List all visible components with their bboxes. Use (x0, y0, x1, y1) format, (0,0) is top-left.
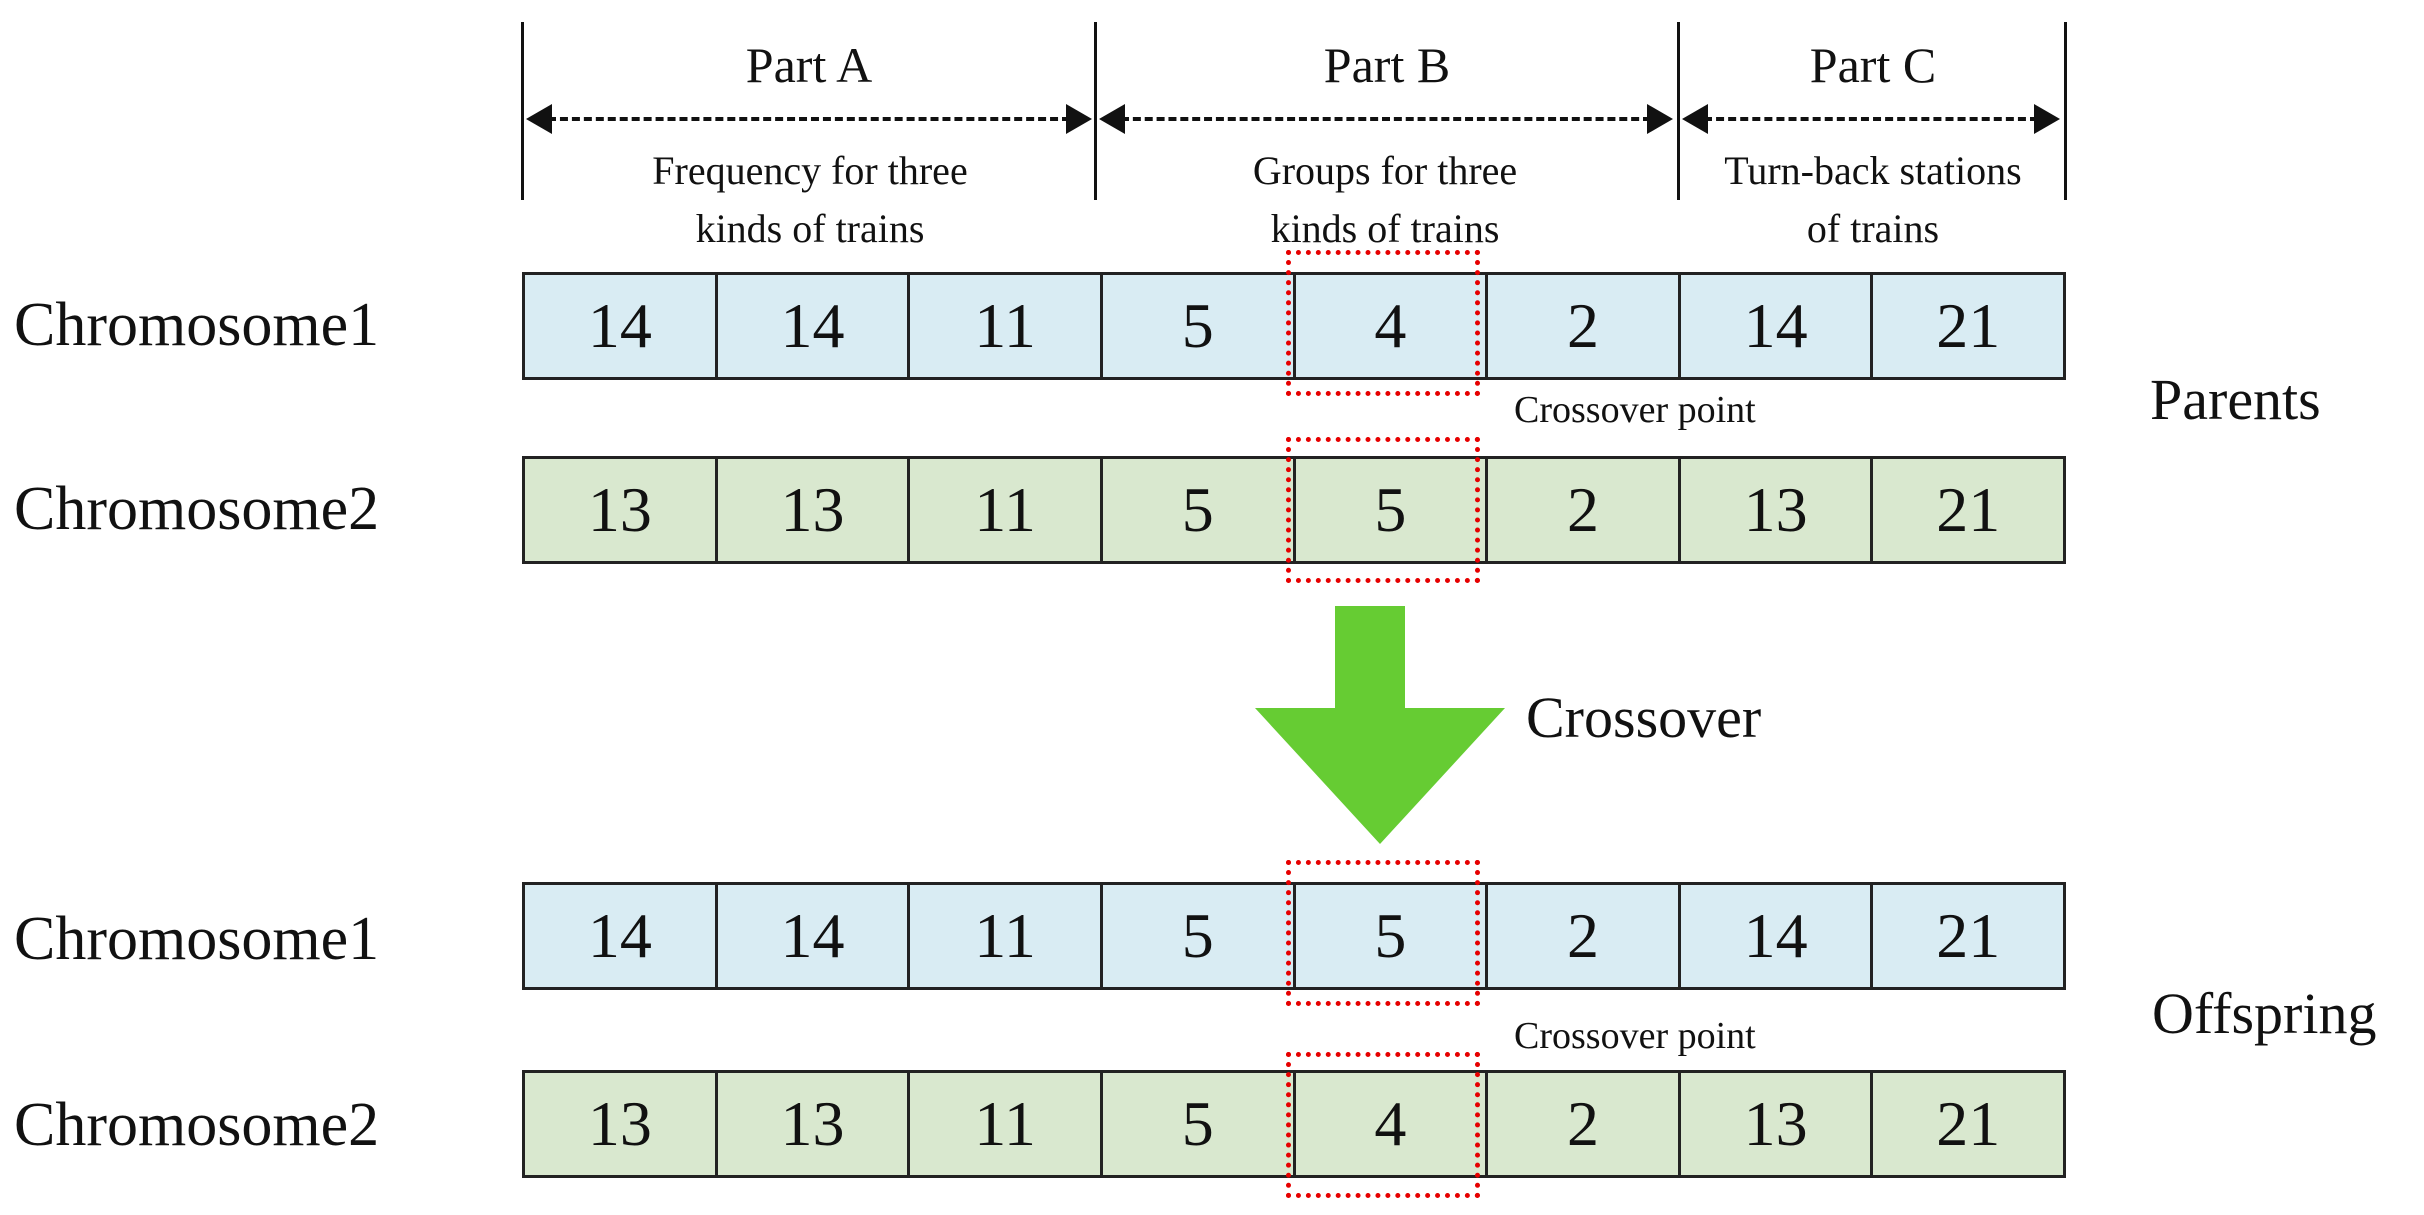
part-b-title: Part B (1323, 37, 1451, 93)
offspring-crossover-box-1 (1286, 860, 1480, 1006)
part-a-span-arrow (526, 104, 1092, 134)
part-a-description: Frequency for three kinds of trains (540, 142, 1080, 258)
part-boundary-line (1677, 22, 1680, 200)
gene-cell: 21 (1936, 290, 2001, 361)
crossover-arrow-icon (1255, 606, 1505, 844)
gene-cell: 5 (1296, 885, 1489, 987)
gene-cell: 14 (718, 275, 911, 377)
gene-cell: 2 (1488, 885, 1681, 987)
gene-cell: 5 (1103, 275, 1296, 377)
part-a-title: Part A (745, 37, 873, 93)
parent-chromosome1-label: Chromosome1 (14, 291, 380, 359)
offspring-crossover-box-2 (1286, 1052, 1480, 1198)
gene-cell: 11 (910, 459, 1103, 561)
gene-cell: 4 (1296, 1073, 1489, 1175)
part-boundary-line (1094, 22, 1097, 200)
arrow-left-icon (526, 104, 552, 134)
offspring-chromosome2: 13 13 11 5 4 2 13 21 (522, 1070, 2066, 1178)
arrow-left-icon (1682, 104, 1708, 134)
part-b-span-arrow (1099, 104, 1673, 134)
gene-cell: 2 (1488, 459, 1681, 561)
gene-cell: 2 (1488, 275, 1681, 377)
part-boundary-line (2064, 22, 2067, 200)
parent-crossover-box-2 (1286, 437, 1480, 583)
gene-cell: 14 (1681, 885, 1874, 987)
part-c-span-arrow (1682, 104, 2060, 134)
gene-cell: 21 (1936, 474, 2001, 545)
gene-cell: 5 (1296, 459, 1489, 561)
part-a-desc-line2: kinds of trains (695, 206, 925, 251)
parent-chromosome1: 14 14 11 5 4 2 14 21 (522, 272, 2066, 380)
parent-crossover-point-label: Crossover point (1514, 389, 1756, 431)
gene-cell: 13 (718, 459, 911, 561)
crossover-label: Crossover (1526, 685, 1762, 750)
part-b-desc-line1: Groups for three (1252, 148, 1518, 193)
gene-cell: 14 (525, 275, 718, 377)
gene-cell: 2 (1488, 1073, 1681, 1175)
gene-cell: 5 (1103, 885, 1296, 987)
part-a-desc-line1: Frequency for three (652, 148, 968, 193)
part-b-description: Groups for three kinds of trains (1110, 142, 1660, 258)
parent-chromosome2: 13 13 11 5 5 2 13 21 (522, 456, 2066, 564)
part-c-description: Turn-back stations of trains (1676, 142, 2070, 258)
dashed-arrow-shaft (548, 117, 1070, 121)
arrow-right-icon (2034, 104, 2060, 134)
part-b-desc-line2: kinds of trains (1270, 206, 1500, 251)
gene-cell: 5 (1103, 1073, 1296, 1175)
parents-label: Parents (2150, 367, 2321, 432)
part-boundary-line (521, 22, 524, 200)
arrow-left-icon (1099, 104, 1125, 134)
part-c-desc-line1: Turn-back stations (1724, 148, 2022, 193)
gene-cell: 13 (1681, 459, 1874, 561)
dashed-arrow-shaft (1121, 117, 1651, 121)
offspring-chromosome1-label: Chromosome1 (14, 905, 380, 973)
arrow-right-icon (1647, 104, 1673, 134)
gene-cell: 5 (1103, 459, 1296, 561)
gene-cell: 14 (1681, 275, 1874, 377)
offspring-chromosome2-label: Chromosome2 (14, 1091, 380, 1159)
gene-cell: 13 (525, 1073, 718, 1175)
gene-cell: 13 (718, 1073, 911, 1175)
offspring-label: Offspring (2152, 981, 2377, 1046)
parent-chromosome2-label: Chromosome2 (14, 475, 380, 543)
gene-cell: 21 (1936, 1088, 2001, 1159)
parent-crossover-box-1 (1286, 250, 1480, 396)
gene-cell: 21 (1936, 900, 2001, 971)
gene-cell: 14 (718, 885, 911, 987)
part-c-title: Part C (1809, 37, 1937, 93)
gene-cell: 11 (910, 275, 1103, 377)
part-c-desc-line2: of trains (1806, 206, 1940, 251)
gene-cell: 13 (525, 459, 718, 561)
gene-cell: 11 (910, 885, 1103, 987)
gene-cell: 13 (1681, 1073, 1874, 1175)
dashed-arrow-shaft (1704, 117, 2038, 121)
gene-cell: 14 (525, 885, 718, 987)
arrow-right-icon (1066, 104, 1092, 134)
gene-cell: 4 (1296, 275, 1489, 377)
offspring-crossover-point-label: Crossover point (1514, 1015, 1756, 1057)
offspring-chromosome1: 14 14 11 5 5 2 14 21 (522, 882, 2066, 990)
gene-cell: 11 (910, 1073, 1103, 1175)
